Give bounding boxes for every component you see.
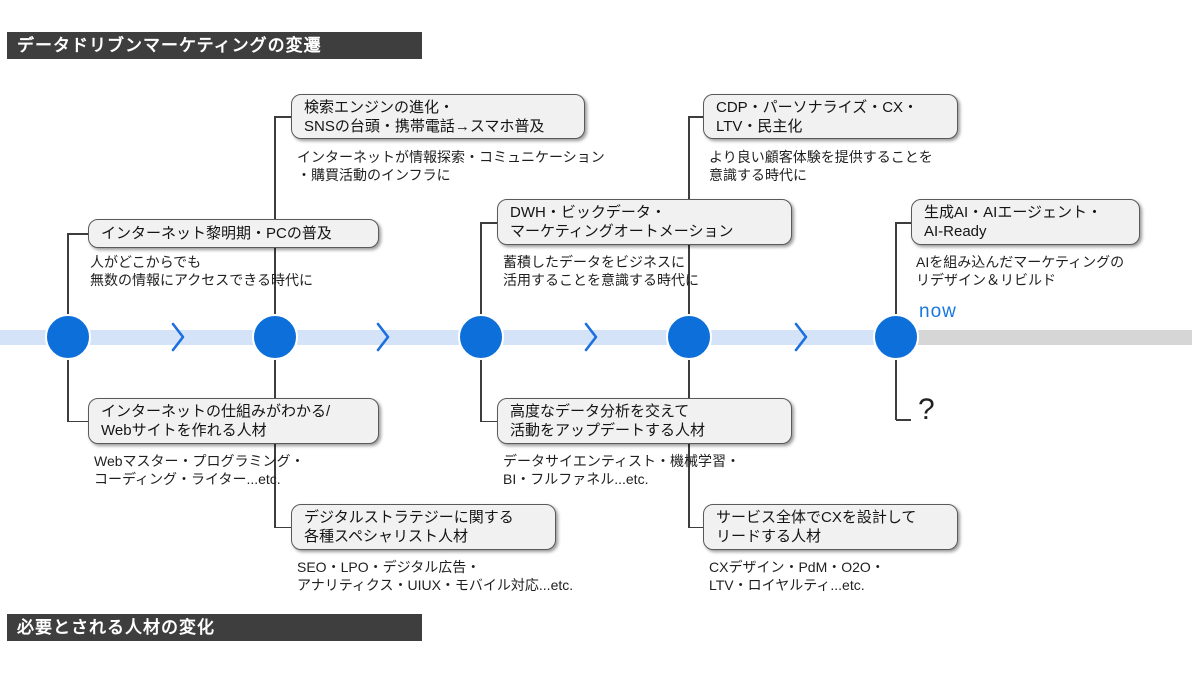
timeline-node-3 — [458, 314, 504, 360]
title-banner-talent: 必要とされる人材の変化 — [7, 614, 422, 641]
talent-note-web-builder: Webマスター・プログラミング・ コーディング・ライター...etc. — [94, 453, 305, 487]
connector-line — [274, 116, 276, 316]
chevron-right-icon — [375, 319, 391, 360]
connector-line — [895, 222, 897, 316]
talent-box-web-builder: インターネットの仕組みがわかる/ Webサイトを作れる人材 — [88, 398, 379, 444]
era-box-cdp-cx: CDP・パーソナライズ・CX・ LTV・民主化 — [703, 94, 958, 139]
talent-box-data-analysis: 高度なデータ分析を交えて 活動をアップデートする人材 — [497, 398, 792, 444]
era-note-dwh-bigdata: 蓄積したデータをビジネスに 活用することを意識する時代に — [503, 254, 699, 288]
connector-line — [275, 116, 292, 118]
connector-line — [68, 420, 89, 422]
era-box-internet-dawn: インターネット黎明期・PCの普及 — [88, 219, 379, 248]
connector-line — [67, 233, 69, 316]
timeline-node-1 — [45, 314, 91, 360]
era-note-internet-dawn: 人がどこからでも 無数の情報にアクセスできる時代に — [90, 254, 314, 288]
timeline-node-2 — [252, 314, 298, 360]
title-banner-evolution: データドリブンマーケティングの変遷 — [7, 32, 422, 59]
connector-line — [895, 358, 897, 420]
talent-box-digital-strategy: デジタルストラテジーに関する 各種スペシャリスト人材 — [291, 504, 556, 550]
connector-line — [689, 116, 704, 118]
era-box-search-sns: 検索エンジンの進化・ SNSの台頭・携帯電話→スマホ普及 — [291, 94, 585, 139]
era-note-cdp-cx: より良い顧客体験を提供することを 意識する時代に — [709, 149, 933, 183]
connector-line — [896, 222, 912, 224]
now-label: now — [919, 301, 957, 322]
connector-line — [275, 526, 292, 528]
talent-note-data-analysis: データサイエンティスト・機械学習・ BI・フルファネル...etc. — [503, 453, 741, 487]
talent-note-digital-strategy: SEO・LPO・デジタル広告・ アナリティクス・UIUX・モバイル対応...et… — [297, 559, 574, 593]
chevron-right-icon — [583, 319, 599, 360]
timeline-node-5 — [873, 314, 919, 360]
talent-note-cx-lead: CXデザイン・PdM・O2O・ LTV・ロイヤルティ...etc. — [709, 559, 885, 593]
era-note-gen-ai: AIを組み込んだマーケティングの リデザイン＆リビルド — [916, 254, 1125, 288]
timeline-bar-future — [897, 330, 1192, 345]
connector-line — [68, 233, 89, 235]
connector-line — [67, 358, 69, 422]
timeline-bar-past — [0, 330, 897, 345]
connector-line — [481, 222, 498, 224]
talent-box-cx-lead: サービス全体でCXを設計して リードする人材 — [703, 504, 958, 550]
era-note-search-sns: インターネットが情報探索・コミュニケーション ・購買活動のインフラに — [297, 149, 605, 183]
connector-line — [481, 420, 498, 422]
era-box-dwh-bigdata: DWH・ビックデータ・ マーケティングオートメーション — [497, 199, 792, 245]
future-question-mark: ? — [918, 393, 935, 426]
connector-line — [896, 419, 911, 421]
connector-line — [689, 526, 704, 528]
chevron-right-icon — [170, 319, 186, 360]
connector-line — [480, 358, 482, 422]
chevron-right-icon — [793, 319, 809, 360]
era-box-gen-ai: 生成AI・AIエージェント・ AI-Ready — [911, 199, 1140, 245]
timeline-node-4 — [666, 314, 712, 360]
connector-line — [480, 222, 482, 316]
